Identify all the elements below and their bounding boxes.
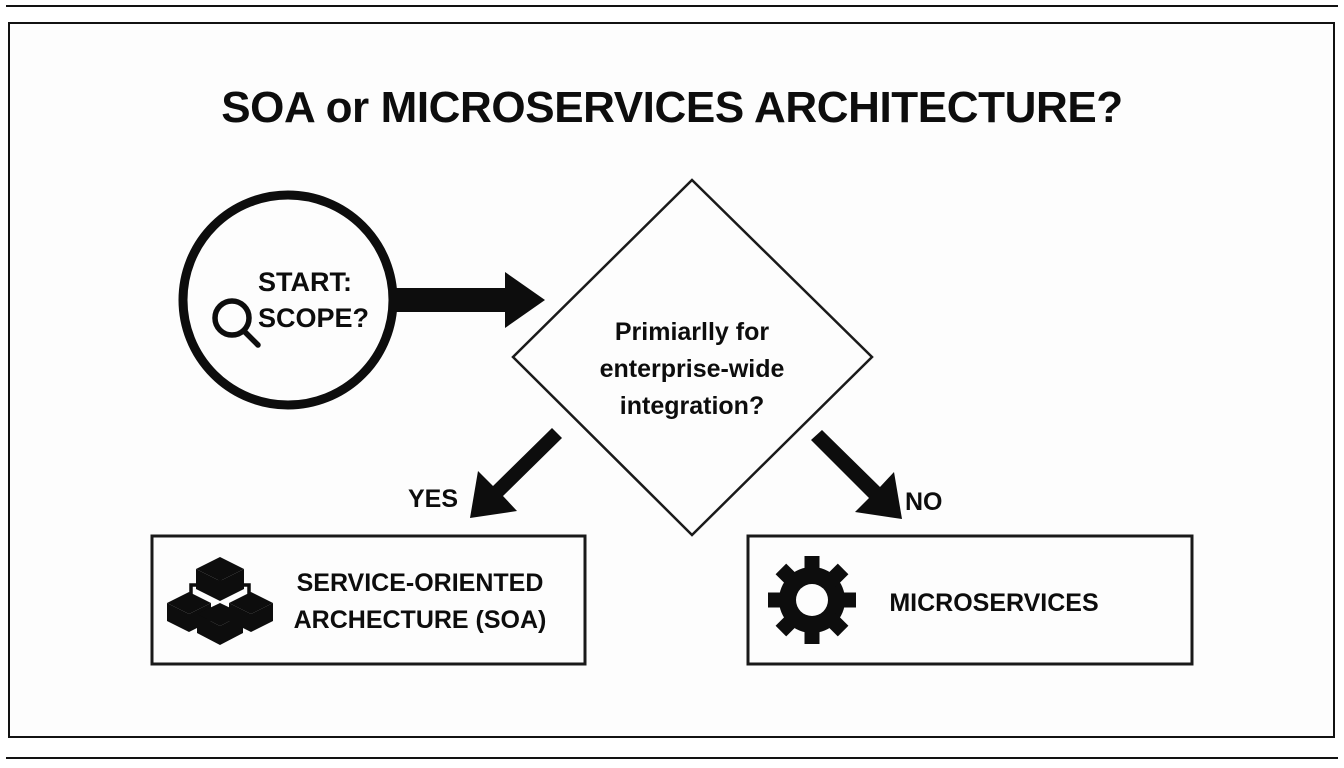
gear-icon — [768, 556, 856, 644]
start-label-line2: SCOPE? — [258, 303, 369, 333]
decision-diamond — [511, 178, 874, 537]
microservices-label: MICROSERVICES — [889, 589, 1098, 617]
edge-decision-to-microservices: NO — [811, 430, 943, 519]
soa-label-line2: ARCHECTURE (SOA) — [294, 606, 547, 634]
magnifier-icon — [212, 298, 261, 348]
node-start[interactable]: START: SCOPE? — [178, 190, 398, 410]
start-circle — [178, 190, 398, 410]
decision-label-line1: Primiarlly for — [615, 318, 769, 346]
node-decision[interactable]: Primiarlly for enterprise-wide integrati… — [511, 178, 874, 537]
edge-start-to-decision — [394, 272, 545, 328]
soa-box — [150, 534, 587, 666]
edge-label-no: NO — [905, 488, 943, 516]
cube-hierarchy-icon — [167, 557, 273, 645]
frame-top-rule — [6, 5, 1338, 7]
soa-label-line1: SERVICE-ORIENTED — [297, 569, 544, 597]
frame-bottom-rule — [6, 757, 1338, 759]
arrow-start-to-decision — [394, 272, 545, 328]
arrow-decision-to-soa — [470, 428, 562, 518]
node-outcome-microservices[interactable]: MICROSERVICES — [746, 534, 1194, 666]
page-title: SOA or MICROSERVICES ARCHITECTURE? — [221, 83, 1123, 132]
edge-label-yes: YES — [408, 485, 458, 513]
arrow-decision-to-microservices — [811, 430, 902, 519]
start-label-line1: START: — [258, 267, 352, 297]
edge-decision-to-soa: YES — [408, 428, 562, 518]
decision-label-line2: enterprise-wide — [600, 355, 785, 383]
node-outcome-soa[interactable]: SERVICE-ORIENTED ARCHECTURE (SOA) — [150, 534, 587, 666]
decision-label-line3: integration? — [620, 392, 764, 420]
